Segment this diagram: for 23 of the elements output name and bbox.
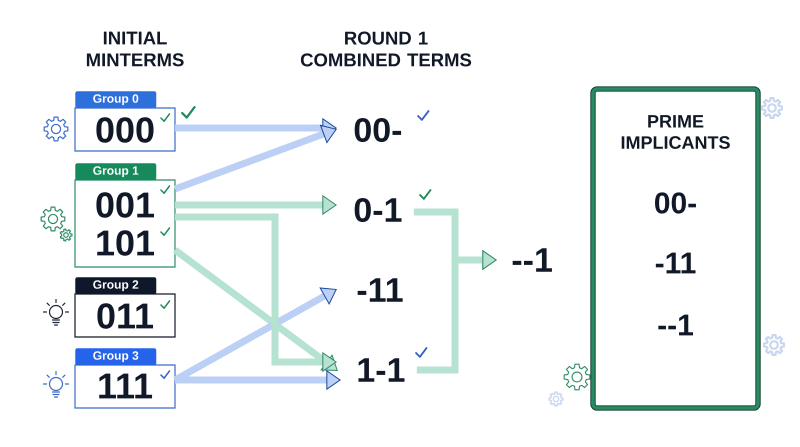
binary-term: 111 [99,374,152,398]
binary-term: 011 [97,303,154,329]
binary-term: 001 [96,192,154,218]
prime-implicant: --1 [658,314,693,336]
combined-term: -11 [358,278,403,302]
combined-term: 1-1 [358,358,405,382]
panel-heading: PRIME IMPLICANTS [622,115,730,149]
combined-term: 00- [354,118,402,142]
column-heading: ROUND 1 COMBINED TERMS [300,32,472,66]
arrow [172,247,338,371]
binary-term: 101 [97,230,154,256]
arrow [174,124,337,192]
column-heading: INITIAL MINTERMS [86,32,184,66]
prime-implicant: 00- [655,192,696,214]
combined-term: --1 [512,248,552,272]
binary-term: 000 [96,117,154,143]
group-tab: Group 3 [75,348,156,366]
arrow [416,250,497,374]
prime-implicant: -11 [656,252,696,274]
combined-term: 0-1 [354,198,402,222]
group-tab: Group 0 [75,91,156,108]
group-tab: Group 1 [75,163,156,180]
group-tab: Group 2 [75,277,156,294]
